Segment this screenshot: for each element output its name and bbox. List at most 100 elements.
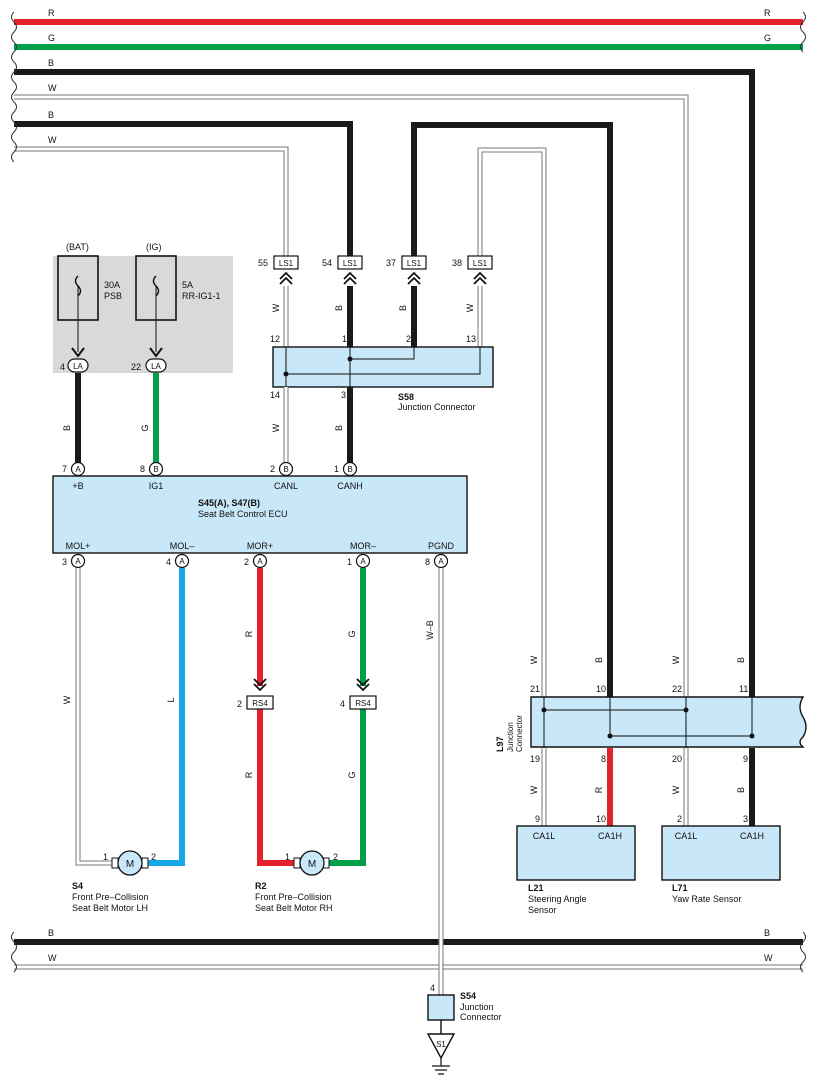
bus-label-r-left: R	[48, 8, 55, 18]
motor-rh-pin1: 1	[285, 852, 290, 862]
wire-label-r-l21: R	[594, 786, 604, 793]
wire-label-b-fuse: B	[62, 425, 72, 431]
rs4-4-box	[349, 695, 377, 710]
l97-internal-lines	[543, 697, 753, 748]
wire-label-g-upper: G	[347, 630, 357, 637]
ls1-54-conn: LS1	[343, 259, 358, 268]
motor-lh-name2: Seat Belt Motor LH	[72, 903, 148, 913]
l71-code: L71	[672, 883, 688, 893]
l97-pin-8: 8	[601, 754, 606, 764]
ls1-55-box	[273, 255, 299, 270]
motor-rh-icon	[299, 850, 325, 876]
sensor-l71: 2 3 CA1L CA1H L71 Yaw Rate Sensor	[661, 814, 781, 904]
motor-rh-symbol: M	[308, 859, 316, 870]
l21-name1: Steering Angle	[528, 894, 587, 904]
ecu-pin-2-mor: 2	[244, 557, 249, 567]
fuse-bat-name: PSB	[104, 291, 122, 301]
ls1-connectors: 55 LS1 54 LS1 37 LS1 38 LS1	[258, 255, 493, 285]
wire-b-bus-to-l97-11	[14, 69, 755, 697]
wire-label-b-ls1-37: B	[398, 305, 408, 311]
fuse-ig-term	[145, 358, 167, 373]
l71-pin-l: 2	[677, 814, 682, 824]
ecu-conn-7: A	[75, 465, 81, 474]
l71-name1: Yaw Rate Sensor	[672, 894, 741, 904]
s54-box	[427, 994, 455, 1021]
bottom-bus-label-w-right: W	[764, 953, 773, 963]
wire-label-w-ls1-38: W	[465, 303, 475, 312]
ecu-conn-mor-plus: A	[257, 557, 263, 566]
wire-w-ls1-38-to-l97-21-outline	[477, 147, 547, 697]
fuse-ig-name: RR-IG1-1	[182, 291, 221, 301]
ls1-55-chevron-icon	[279, 271, 293, 285]
fuse-bat-conn: LA	[73, 362, 83, 371]
ls1-37-chevron-icon	[407, 271, 421, 285]
ecu-term-7	[70, 461, 86, 477]
l21-pin-l: 9	[535, 814, 540, 824]
l97-name1: Junction	[506, 722, 515, 752]
bus-label-r-right: R	[764, 8, 771, 18]
wire-label-r-upper: R	[244, 630, 254, 637]
wire-label-b-l97-10: B	[594, 657, 604, 663]
motor-lh-tab-right	[141, 857, 149, 869]
wire-label-w-mol: W	[62, 695, 72, 704]
l97-node-3	[607, 733, 613, 739]
l97-box	[530, 696, 807, 748]
motor-lh-name1: Front Pre–Collision	[72, 892, 149, 902]
ecu-code: S45(A), S47(B)	[198, 498, 260, 508]
s54-pin: 4	[430, 983, 435, 993]
motor-rh-name2: Seat Belt Motor RH	[255, 903, 333, 913]
motor-lh-pin1: 1	[103, 852, 108, 862]
ecu-label-mor-minus: MOR–	[350, 541, 376, 551]
bus-label-g-left: G	[48, 33, 55, 43]
bus-label-g-right: G	[764, 33, 771, 43]
s58-pin-14: 14	[270, 390, 280, 400]
ls1-54-chevron-icon	[343, 271, 357, 285]
s54-junction: 4 S54 Junction Connector	[427, 983, 502, 1022]
ecu-label-canl: CANL	[274, 481, 298, 491]
bottom-bus-label-w-left: W	[48, 953, 57, 963]
ecu-term-mor-minus	[355, 553, 371, 569]
break-marks-right-bottom	[800, 931, 806, 973]
ls1-38-pin: 38	[452, 258, 462, 268]
rs4-2-box	[246, 695, 274, 710]
l97-pin-21: 21	[530, 684, 540, 694]
ls1-38-conn: LS1	[473, 259, 488, 268]
l97-node-4	[749, 733, 755, 739]
ls1-37-pin: 37	[386, 258, 396, 268]
ecu-label-mor-plus: MOR+	[247, 541, 273, 551]
ecu-pin-2-canl: 2	[270, 464, 275, 474]
ls1-54-pin: 54	[322, 258, 332, 268]
ecu-label-ig1: IG1	[149, 481, 164, 491]
wire-b-ls1-37-to-l97-10	[411, 122, 613, 697]
s58-pin-3: 3	[341, 390, 346, 400]
motor-lh-code: S4	[72, 881, 83, 891]
ecu-term-mol-plus	[70, 553, 86, 569]
wire-b-bus-to-ls1-54	[14, 121, 353, 256]
wire-label-l-mol: L	[166, 697, 176, 702]
ecu-term-pgnd	[433, 553, 449, 569]
ecu-pin-8-ig: 8	[140, 464, 145, 474]
bus-label-b2: B	[48, 110, 54, 120]
s54-code: S54	[460, 991, 476, 1001]
l97-pin-11: 11	[739, 684, 748, 694]
s58-box	[272, 346, 494, 388]
bus-label-b1: B	[48, 58, 54, 68]
ecu-term-canl	[278, 461, 294, 477]
rs4-4-pin: 4	[340, 699, 345, 709]
ecu-name: Seat Belt Control ECU	[198, 509, 288, 519]
ecu-term-mor-plus	[252, 553, 268, 569]
rs4-connectors: 2 RS4 4 RS4	[237, 678, 377, 710]
rs4-2-pin: 2	[237, 699, 242, 709]
bus-wire-g: G G	[14, 33, 803, 50]
break-marks-right-top	[800, 11, 806, 53]
wire-w-mol-plus-outline	[75, 568, 112, 866]
wire-label-r-lower: R	[244, 771, 254, 778]
motor-rh-tab-left	[293, 857, 301, 869]
l71-pin-h: 3	[743, 814, 748, 824]
ecu-label-b-plus: +B	[72, 481, 83, 491]
l97-pin-9: 9	[743, 754, 748, 764]
ls1-37-conn: LS1	[407, 259, 422, 268]
ground-label: S1	[436, 1040, 446, 1049]
motor-lh-pin2: 2	[151, 852, 156, 862]
